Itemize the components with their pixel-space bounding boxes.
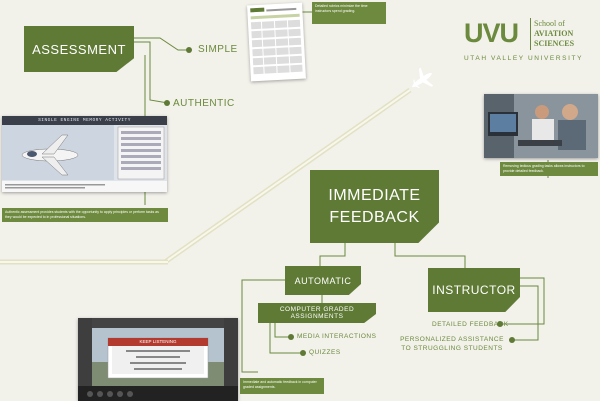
keep-listening-banner: KEEP LISTENING [108,338,208,346]
simulator-title: SINGLE ENGINE MEMORY ACTIVITY [2,116,167,125]
media-interactions-dot [288,334,294,340]
rubric-caption: Detailed rubrics minimize the time instr… [312,2,386,24]
assessment-label: ASSESSMENT [32,41,126,57]
immediate-label: IMMEDIATE [328,186,421,204]
personalized-line2: TO STRUGGLING STUDENTS [401,345,503,352]
instructor-label: INSTRUCTOR [432,283,516,297]
uvu-logo: UVU School of AVIATION SCIENCES UTAH VAL… [462,18,594,66]
authentic-label: AUTHENTIC [173,98,235,109]
detailed-feedback-dot [497,321,503,327]
airplane-icon [412,67,434,89]
quizzes-label: QUIZZES [309,349,341,356]
simulator-caption: Authentic assessment provides students w… [2,208,168,222]
uvu-mark: UVU [464,18,519,48]
immediate-feedback-box: IMMEDIATE FEEDBACK [310,170,439,243]
rubric-document-image [247,2,306,82]
authentic-dot [164,100,170,106]
university-name: UTAH VALLEY UNIVERSITY [464,55,584,62]
personalized-dot [509,337,515,343]
aircraft-icon [21,134,79,176]
simple-dot [186,47,192,53]
lab-caption: Removing tedious grading tasks allows in… [500,162,598,176]
personalized-assistance: PERSONALIZED ASSISTANCE TO STRUGGLING ST… [398,335,506,353]
school-line1: School of [534,19,565,28]
quizzes-dot [300,350,306,356]
media-interactions-label: MEDIA INTERACTIONS [297,333,377,340]
computer-graded-label: COMPUTER GRADED ASSIGNMENTS [279,306,355,320]
computer-graded-box: COMPUTER GRADED ASSIGNMENTS [258,303,376,323]
tower-simulator-image: KEEP LISTENING [78,318,238,401]
detailed-feedback-label: DETAILED FEEDBACK [432,321,509,328]
lab-photo [484,94,598,158]
automatic-box: AUTOMATIC [285,266,361,295]
tower-caption: Immediate and automatic feedback in comp… [240,378,324,394]
simple-label: SIMPLE [198,44,238,55]
personalized-line1: PERSONALIZED ASSISTANCE [400,336,504,343]
assessment-box: ASSESSMENT [24,26,134,72]
simulator-image: SINGLE ENGINE MEMORY ACTIVITY [2,116,167,192]
school-line3: SCIENCES [534,39,575,48]
instructor-box: INSTRUCTOR [428,268,520,312]
feedback-label: FEEDBACK [329,208,420,226]
automatic-label: AUTOMATIC [294,275,352,286]
school-line2: AVIATION [534,29,574,38]
